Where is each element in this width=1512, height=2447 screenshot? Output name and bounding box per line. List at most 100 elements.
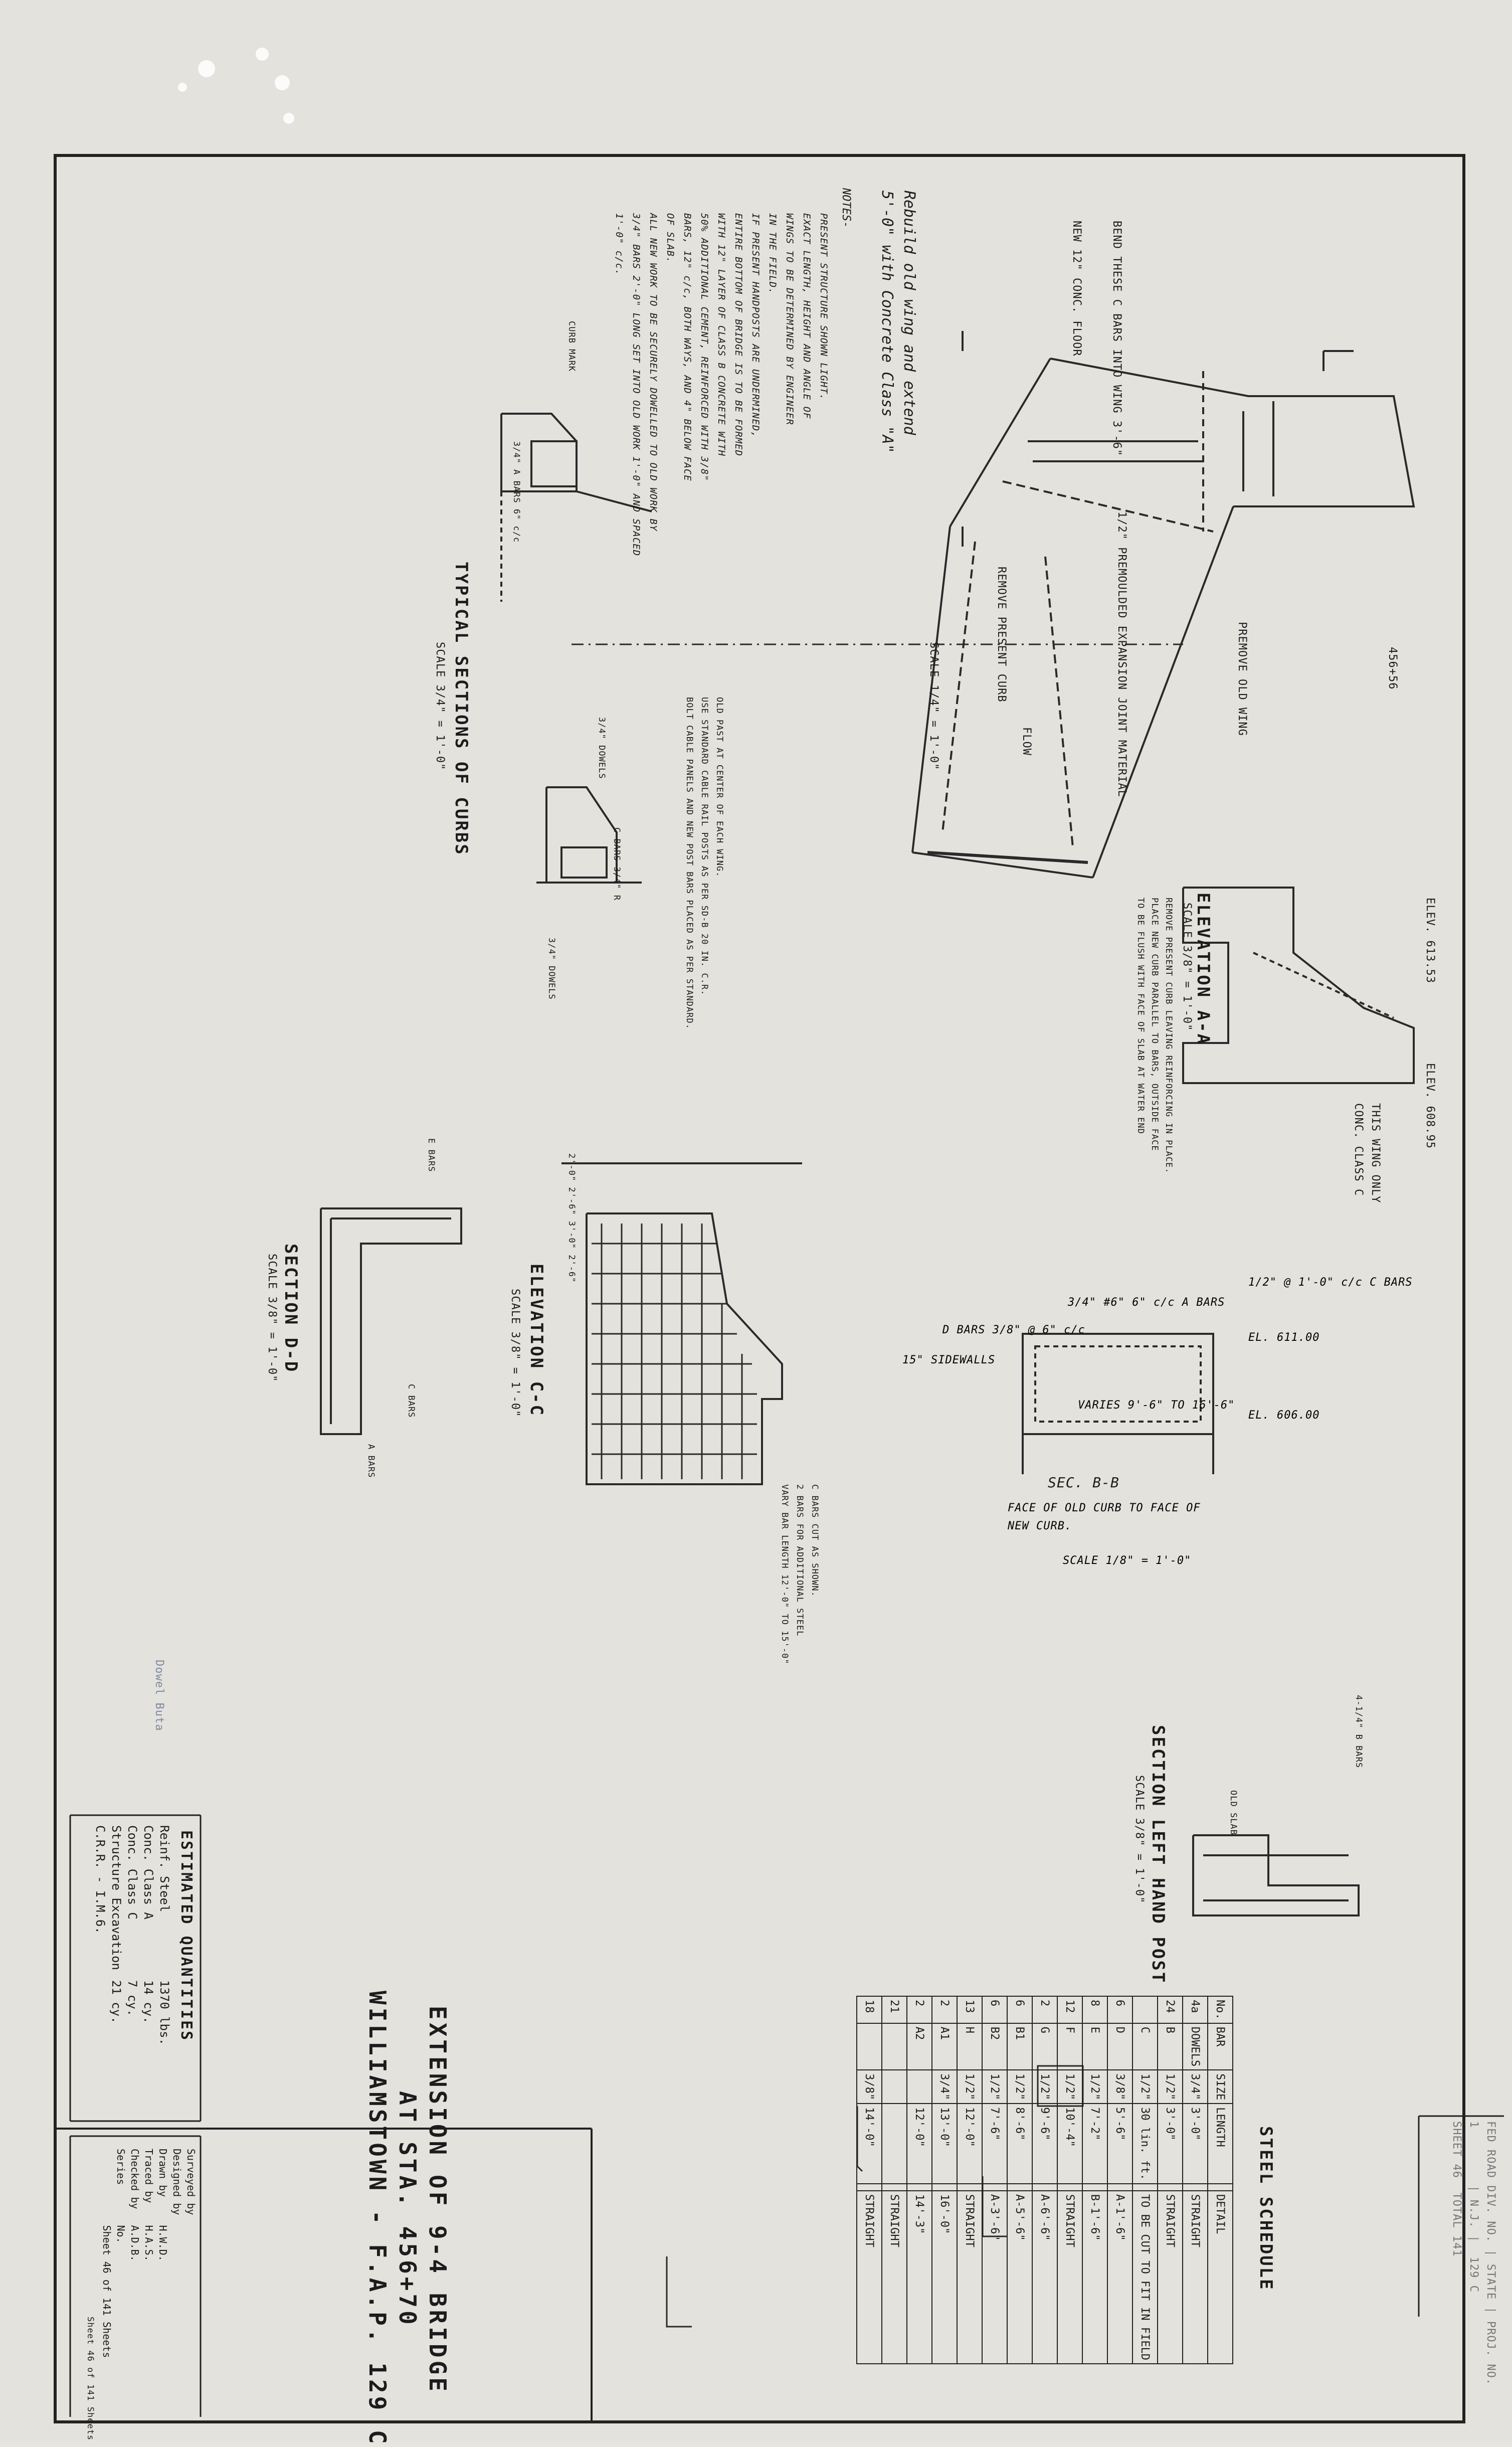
section-b-b-label: EL. 611.00 [1248,1331,1320,1344]
table-row: C.R.R. - I.M.6. [93,1825,107,1934]
typical-curb-sections [500,413,1183,884]
elevation-a-a-elev: ELEV. 608.95 [1424,1063,1436,1149]
section-post-scale: SCALE 3/8" = 1'-0" [1133,1775,1146,1904]
elevation-c-c-title: ELEVATION C-C [526,1264,546,1417]
section-d-d [320,1207,462,1435]
section-d-d-label: A BARS [366,1444,376,1478]
bar-bend-sketches [666,2065,1084,2328]
section-b-b-scale: SCALE 1/8" = 1'-0" [1063,1554,1192,1567]
section-d-d-label: C BARS [406,1384,416,1418]
section-b-b-label: 15" SIDEWALLS [902,1354,996,1366]
section-d-d-label: E BARS [426,1138,436,1172]
section-d-d-title: SECTION D-D [281,1244,301,1373]
punch-hole [283,113,294,124]
elevation-a-a-scale: SCALE 3/8" = 1'-0" [1181,903,1193,1031]
steel-schedule-title: STEEL SCHEDULE [1256,2126,1276,2291]
section-post-label: 4-1/4" B BARS [1354,1695,1364,1769]
section-b-b-title: SEC. B-B [1048,1474,1119,1491]
section-b-b-note: FACE OF OLD CURB TO FACE OF NEW CURB. [1008,1502,1201,1532]
plan-label: REMOVE PRESENT CURB [995,567,1008,703]
pencil-note: Dowel Buta [153,1660,165,1731]
section-b-b [1022,1333,1214,1474]
typical-sections-label: 3/4" DOWELS [546,938,556,1000]
punch-hole [256,48,269,61]
table-row: Surveyed by [185,2149,197,2215]
elevation-a-a [1182,887,1415,1084]
elevation-a-a-elev: ELEV. 613.53 [1424,898,1436,983]
typical-sections-label: CURB MARK [566,321,577,372]
section-post-title: SECTION LEFT HAND POST [1148,1725,1168,1984]
plan-label: 456+56 [1386,647,1399,690]
plan-label: 1/2" PREMOULDED EXPANSION JOINT MATERIAL [1115,511,1128,797]
elevation-a-a-side: THIS WING ONLY CONC. CLASS C [1352,1103,1382,1203]
typical-sections-scale: SCALE 3/4" = 1'-0" [434,642,446,771]
section-post-label: OLD SLAB [1228,1790,1238,1835]
typical-sections-note: OLD PAST AT CENTER OF EACH WING. USE STA… [684,697,724,1029]
rebuild-note: Rebuild old wing and extend 5'-0" with C… [878,191,918,453]
elevation-a-a-title: ELEVATION A-A [1193,893,1213,1046]
section-b-b-label: VARIES 9'-6" TO 16'-6" [1078,1399,1235,1412]
typical-sections-label: C BARS 3/4" R [612,827,622,901]
section-b-b-label: D BARS 3/8" @ 6" c/c [942,1324,1085,1336]
section-b-b-label: 1/2" @ 1'-0" c/c C BARS [1248,1276,1413,1289]
typical-sections-label: 3/4" DOWELS [597,717,607,779]
section-b-b-label: 3/4" #6" 6" c/c A BARS [1068,1296,1225,1309]
table-row: Sheet 46 of 141 Sheets [101,2225,113,2358]
punch-hole [178,83,187,92]
elevation-c-c-scale: SCALE 3/8" = 1'-0" [509,1289,521,1418]
notes-body: PRESENT STRUCTURE SHOWN LIGHT. EXACT LEN… [614,213,829,557]
plan-label: BEND THESE C BARS INTO WING 3'-6" [1110,221,1123,457]
elevation-c-c [561,1162,802,1485]
section-b-b-label: EL. 606.00 [1248,1409,1320,1422]
punch-hole [198,60,215,77]
sheet-border [54,154,1465,2423]
plan-label: FLOW [1020,727,1033,756]
plan-scale: SCALE 1/4" = 1'-0" [927,642,940,771]
typical-sections-title: TYPICAL SECTIONS OF CURBS [451,562,471,856]
drawing-title-station: AT STA. 456+70 [394,2091,421,2328]
drawing-title-location: WILLIAMSTOWN - F.A.P. 129 C [364,1991,391,2447]
punch-hole [275,75,290,90]
estimated-quantities-title: ESTIMATED QUANTITIES [177,1830,195,2042]
notes-heading: NOTES- [840,188,852,228]
sheet-number-block: FED ROAD DIV. NO. | STATE | PROJ. NO. 1 … [1450,2121,1497,2386]
plan-label: PREMOVE OLD WING [1236,622,1248,736]
sheet-count: Sheet 46 of 141 Sheets [85,2317,95,2441]
typical-sections-label: 3/4" A BARS 6" c/c [511,441,521,543]
plan-label: NEW 12" CONC. FLOOR [1070,221,1083,357]
plan-view-wing [911,331,1415,879]
section-d-d-scale: SCALE 3/8" = 1'-0" [266,1254,278,1382]
elevation-c-c-dims: 2'-0" 2'-6" 3'-0" 2'-6" [566,1153,577,1283]
elevation-c-c-note: C BARS CUT AS SHOWN. 2 BARS FOR ADDITION… [780,1484,820,1665]
